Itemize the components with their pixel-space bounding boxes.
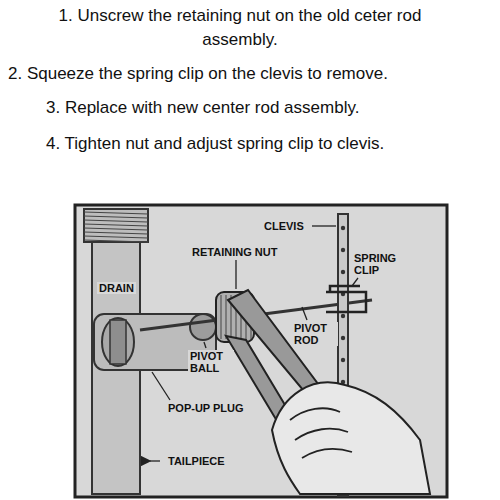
instruction-step: 3. Replace with new center rod assembly.	[46, 96, 359, 120]
part-label: PIVOT BALL	[188, 350, 234, 374]
part-label: POP-UP PLUG	[166, 402, 246, 414]
instruction-step: 1. Unscrew the retaining nut on the old …	[20, 4, 460, 52]
plug-stem	[110, 320, 126, 364]
spring-clip	[326, 286, 366, 312]
instruction-step: 2. Squeeze the spring clip on the clevis…	[8, 62, 388, 86]
hand	[272, 382, 430, 494]
part-label: TAILPIECE	[166, 455, 227, 467]
pivot-ball	[190, 314, 216, 340]
part-label: PIVOT ROD	[292, 322, 338, 346]
pop-up-plug	[102, 318, 134, 366]
picture-frame	[75, 205, 447, 497]
hand-fingers	[290, 408, 352, 458]
instruction-step: 4. Tighten nut and adjust spring clip to…	[46, 132, 384, 156]
drain-threads	[84, 209, 148, 242]
part-label: SPRING CLIP	[352, 252, 416, 276]
leader-lines	[150, 226, 358, 461]
part-label: RETAINING NUT	[190, 246, 279, 258]
part-label: DRAIN	[97, 282, 136, 294]
part-label: CLEVIS	[262, 220, 306, 232]
